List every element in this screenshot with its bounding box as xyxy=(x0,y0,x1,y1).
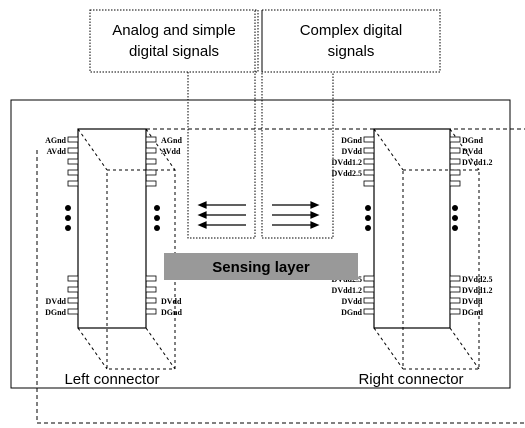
sensing-layer-bar xyxy=(164,253,358,280)
right-pin-label-dgnd-br: DGnd xyxy=(462,308,483,317)
right-connector-ellipsis xyxy=(365,205,458,231)
right-connector xyxy=(373,128,480,370)
analog-callout-line-1: Analog and simple xyxy=(112,22,235,39)
right-pin-label-dgnd-l: DGnd xyxy=(341,136,362,145)
left-pin-label-dgnd-r: DGnd xyxy=(161,308,182,317)
left-pin-label-avdd-l: AVdd xyxy=(47,147,67,156)
right-pin-label-dvdd25-br: DVdd2.5 xyxy=(462,275,492,284)
right-connector-left-pins xyxy=(363,136,375,315)
analog-leader-line xyxy=(187,10,256,239)
right-pin-label-dvdd-br: DVdd xyxy=(462,297,483,306)
left-pin-label-dvdd-r: DVdd xyxy=(161,297,182,306)
left-connector-left-pins xyxy=(67,136,79,315)
sensing-layer-label: Sensing layer xyxy=(212,259,310,276)
right-pin-label-dvdd12-br: DVdd1.2 xyxy=(462,286,492,295)
complex-callout-box xyxy=(261,9,441,73)
left-pin-label-dgnd-l: DGnd xyxy=(45,308,66,317)
right-pin-label-dvdd12-l: DVdd1.2 xyxy=(332,158,362,167)
right-pin-label-dvdd12-bl: DVdd1.2 xyxy=(332,286,362,295)
left-pin-label-agnd-r: AGnd xyxy=(161,136,182,145)
right-pin-label-dgnd-bl: DGnd xyxy=(341,308,362,317)
left-connector-caption: Left connector xyxy=(64,371,159,388)
analog-callout-box xyxy=(89,9,259,73)
complex-signal-arrows xyxy=(272,201,320,229)
complex-callout-line-1: Complex digital xyxy=(300,22,403,39)
right-pin-label-dvdd-r: DVdd xyxy=(462,147,483,156)
right-pin-label-dvdd25-l: DVdd2.5 xyxy=(332,169,362,178)
outer-dashed-loop xyxy=(36,150,525,424)
right-pin-label-dvdd-bl: DVdd xyxy=(342,297,363,306)
analog-callout-line-2: digital signals xyxy=(129,43,219,60)
analog-signal-arrows xyxy=(197,201,246,229)
right-connector-caption: Right connector xyxy=(358,371,463,388)
right-pin-label-dgnd-r: DGnd xyxy=(462,136,483,145)
left-connector xyxy=(77,128,176,370)
left-connector-right-pins xyxy=(145,136,157,315)
complex-leader-line xyxy=(261,10,334,239)
right-pin-label-dvdd12-r: DVdd1.2 xyxy=(462,158,492,167)
board-frame xyxy=(10,99,511,389)
right-connector-right-pins xyxy=(449,136,461,315)
complex-callout-line-2: signals xyxy=(328,43,375,60)
right-connector-front xyxy=(373,128,451,329)
left-connector-ellipsis xyxy=(65,205,160,231)
left-connector-front xyxy=(77,128,147,329)
left-pin-label-avdd-r: AVdd xyxy=(161,147,181,156)
left-pin-label-dvdd-l: DVdd xyxy=(46,297,67,306)
left-pin-label-agnd-l: AGnd xyxy=(45,136,66,145)
right-pin-label-dvdd-l: DVdd xyxy=(342,147,363,156)
